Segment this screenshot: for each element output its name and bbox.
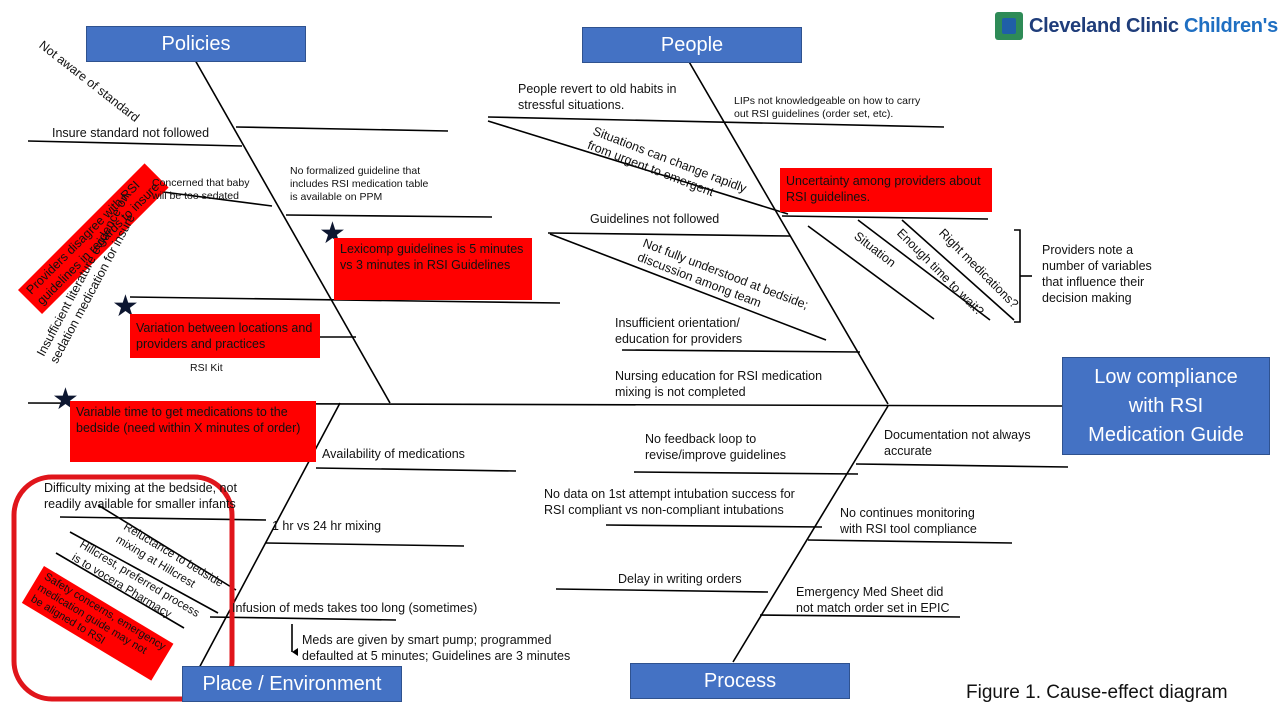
emergency-sheet-label: Emergency Med Sheet did not match order s… xyxy=(796,584,950,616)
no-feedback-line-2: revise/improve guidelines xyxy=(645,448,787,462)
difficulty-mixing-label: Difficulty mixing at the bedside, not rea… xyxy=(44,480,237,512)
logo-icon xyxy=(995,12,1023,40)
variable-time-label: Variable time to get medications to the … xyxy=(70,401,316,462)
rsi-kit-label: RSI Kit xyxy=(190,362,223,374)
no-monitoring-label: No continues monitoring with RSI tool com… xyxy=(840,505,977,537)
revert-habits-label: People revert to old habits in stressful … xyxy=(518,81,676,113)
effect-line-2: with RSI xyxy=(1128,394,1204,417)
difficulty-line-2: readily available for smaller infants xyxy=(44,497,236,511)
no-data-line-1: No data on 1st attempt intubation succes… xyxy=(544,487,795,501)
providers-note-line-3: that influence their xyxy=(1042,275,1145,289)
smart-pump-line-2: defaulted at 5 minutes; Guidelines are 3… xyxy=(302,649,571,663)
documentation-label: Documentation not always accurate xyxy=(884,427,1031,459)
uncertainty-label: Uncertainty among providers about RSI gu… xyxy=(780,168,992,212)
nursing-education-label: Nursing education for RSI medication mixi… xyxy=(615,368,822,400)
nursing-line-1: Nursing education for RSI medication xyxy=(615,369,823,383)
cleveland-clinic-logo: Cleveland Clinic Children's xyxy=(995,12,1278,40)
emergency-sheet-line-1: Emergency Med Sheet did xyxy=(796,585,944,599)
no-data-label: No data on 1st attempt intubation succes… xyxy=(544,486,795,518)
effect-line-3: Medication Guide xyxy=(1088,423,1244,446)
smart-pump-label: Meds are given by smart pump; programmed… xyxy=(302,632,570,664)
orientation-line-2: education for providers xyxy=(615,332,743,346)
revert-line-1: People revert to old habits in xyxy=(518,82,677,96)
category-process: Process xyxy=(630,663,850,699)
no-monitoring-line-2: with RSI tool compliance xyxy=(840,522,977,536)
no-formalized-line-2: includes RSI medication table xyxy=(290,178,429,190)
providers-note-label: Providers note a number of variables that … xyxy=(1042,242,1152,306)
providers-note-line-1: Providers note a xyxy=(1042,243,1134,257)
concerned-baby-line-1: Concerned that baby xyxy=(152,177,250,189)
emergency-sheet-line-2: not match order set in EPIC xyxy=(796,601,950,615)
lips-line-2: out RSI guidelines (order set, etc). xyxy=(734,108,894,120)
effect-line-1: Low compliance xyxy=(1094,365,1238,388)
documentation-line-1: Documentation not always xyxy=(884,428,1031,442)
availability-label: Availability of medications xyxy=(322,447,465,461)
difficulty-line-1: Difficulty mixing at the bedside, not xyxy=(44,481,237,495)
no-feedback-line-1: No feedback loop to xyxy=(645,432,757,446)
lexicomp-label: Lexicomp guidelines is 5 minutes vs 3 mi… xyxy=(334,238,532,300)
category-place-environment: Place / Environment xyxy=(182,666,402,702)
no-data-line-2: RSI compliant vs non-compliant intubatio… xyxy=(544,503,784,517)
insure-not-followed-label: Insure standard not followed xyxy=(52,126,210,140)
orientation-line-1: Insufficient orientation/ xyxy=(615,316,740,330)
hr-mixing-label: 1 hr vs 24 hr mixing xyxy=(272,519,382,533)
concerned-baby-line-2: will be too sedated xyxy=(152,190,239,202)
effect-box: Low compliance with RSI Medication Guide xyxy=(1062,357,1270,455)
documentation-line-2: accurate xyxy=(884,444,932,458)
no-monitoring-line-1: No continues monitoring xyxy=(840,506,975,520)
logo-name-accent: Children's xyxy=(1183,14,1278,37)
category-people: People xyxy=(582,27,802,63)
infusion-label: Infusion of meds takes too long (sometim… xyxy=(232,601,478,615)
variation-label: Variation between locations and provider… xyxy=(130,314,320,358)
delay-label: Delay in writing orders xyxy=(618,572,742,586)
no-feedback-label: No feedback loop to revise/improve guidel… xyxy=(645,431,786,463)
no-formalized-line-3: is available on PPM xyxy=(290,191,383,203)
figure-caption: Figure 1. Cause-effect diagram xyxy=(966,682,1228,703)
lips-line-1: LIPs not knowledgeable on how to carry xyxy=(734,95,921,107)
no-formalized-line-1: No formalized guideline that xyxy=(290,165,421,177)
insufficient-orientation-label: Insufficient orientation/education for p… xyxy=(615,315,742,347)
highlight-circle xyxy=(11,474,235,702)
smart-pump-line-1: Meds are given by smart pump; programmed xyxy=(302,633,552,647)
guidelines-not-followed-label: Guidelines not followed xyxy=(590,212,720,226)
providers-note-line-2: number of variables xyxy=(1042,259,1152,273)
nursing-line-2: mixing is not completed xyxy=(615,385,746,399)
logo-name: Cleveland Clinic xyxy=(1029,14,1179,37)
providers-note-line-4: decision making xyxy=(1042,291,1132,305)
revert-line-2: stressful situations. xyxy=(518,98,625,112)
category-policies: Policies xyxy=(86,26,306,62)
